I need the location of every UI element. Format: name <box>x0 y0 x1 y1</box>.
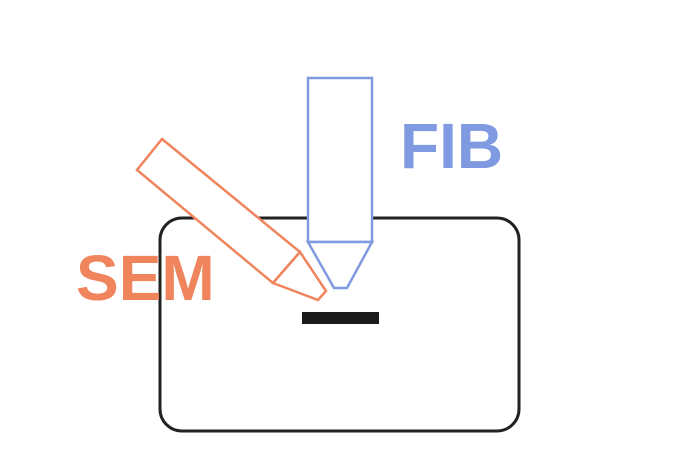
sem-column <box>135 137 328 302</box>
fib-column-body <box>306 76 374 244</box>
sample-bar <box>302 312 379 324</box>
sem-column-tip <box>270 249 328 302</box>
fib-column <box>305 76 375 290</box>
fib-label: FIB <box>400 110 503 182</box>
sem-label: SEM <box>76 242 215 314</box>
fib-column-tip <box>305 240 375 290</box>
